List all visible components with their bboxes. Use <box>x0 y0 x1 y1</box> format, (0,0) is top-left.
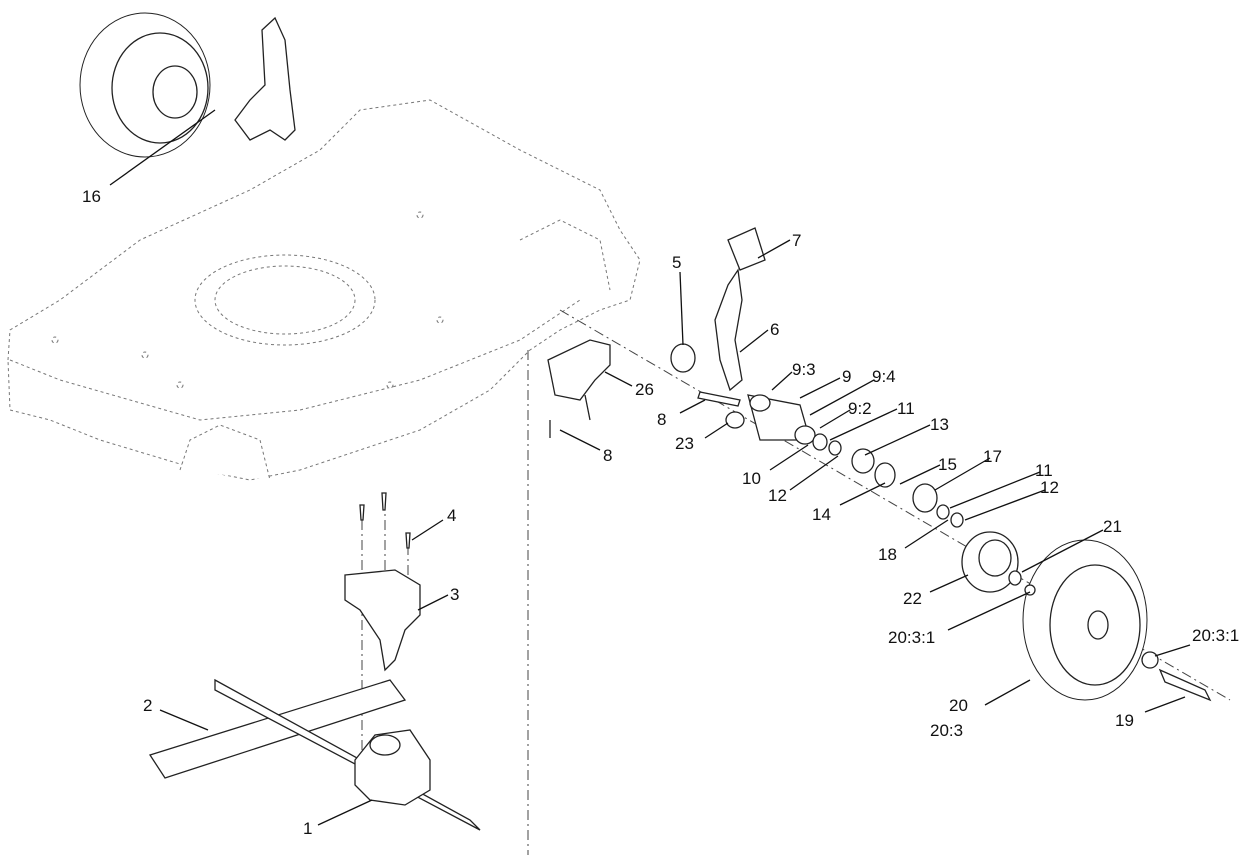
callout-9: 9 <box>842 367 851 386</box>
callout-20-3-1-right: 20:3:1 <box>1192 626 1239 645</box>
callout-9-2: 9:2 <box>848 399 872 418</box>
callout-15: 15 <box>938 455 957 474</box>
callout-8-bottom: 8 <box>603 446 612 465</box>
callout-20: 20 <box>949 696 968 715</box>
callout-9-3: 9:3 <box>792 360 816 379</box>
callout-5: 5 <box>672 253 681 272</box>
callout-21: 21 <box>1103 517 1122 536</box>
callout-22: 22 <box>903 589 922 608</box>
callout-19: 19 <box>1115 711 1134 730</box>
callout-11-top: 11 <box>897 399 915 418</box>
drive-belt <box>148 678 481 831</box>
callout-7: 7 <box>792 231 801 250</box>
callout-12-left: 12 <box>768 486 787 505</box>
callout-10: 10 <box>742 469 761 488</box>
callout-4: 4 <box>447 506 456 525</box>
callout-11-right: 11 <box>1035 461 1053 480</box>
rear-wheel-height-adjuster <box>79 12 296 158</box>
callout-6: 6 <box>770 320 779 339</box>
callout-1: 1 <box>303 819 312 838</box>
callout-2: 2 <box>143 696 152 715</box>
callout-9-4: 9:4 <box>872 367 896 386</box>
callout-3: 3 <box>450 585 459 604</box>
axle-hardware <box>670 227 1212 702</box>
transmission-gearbox <box>354 729 431 806</box>
callout-8-top: 8 <box>657 410 666 429</box>
callout-20-3-1-left: 20:3:1 <box>888 628 935 647</box>
callout-17: 17 <box>983 447 1002 466</box>
hub-cap <box>961 531 1019 593</box>
callout-12-right: 12 <box>1040 478 1059 497</box>
callout-20-3: 20:3 <box>930 721 963 740</box>
callout-26: 26 <box>635 380 654 399</box>
callout-13: 13 <box>930 415 949 434</box>
transmission-bracket <box>344 492 421 672</box>
mower-deck <box>7 99 641 481</box>
callout-23: 23 <box>675 434 694 453</box>
callout-14: 14 <box>812 505 831 524</box>
callout-16: 16 <box>82 187 101 206</box>
callout-labels: 16 7 5 6 26 9:3 9 9:4 8 9:2 11 13 23 8 1… <box>82 187 1239 838</box>
leader-lines <box>109 109 1191 826</box>
height-bracket <box>547 339 611 438</box>
callout-18: 18 <box>878 545 897 564</box>
front-wheel <box>1022 539 1148 701</box>
